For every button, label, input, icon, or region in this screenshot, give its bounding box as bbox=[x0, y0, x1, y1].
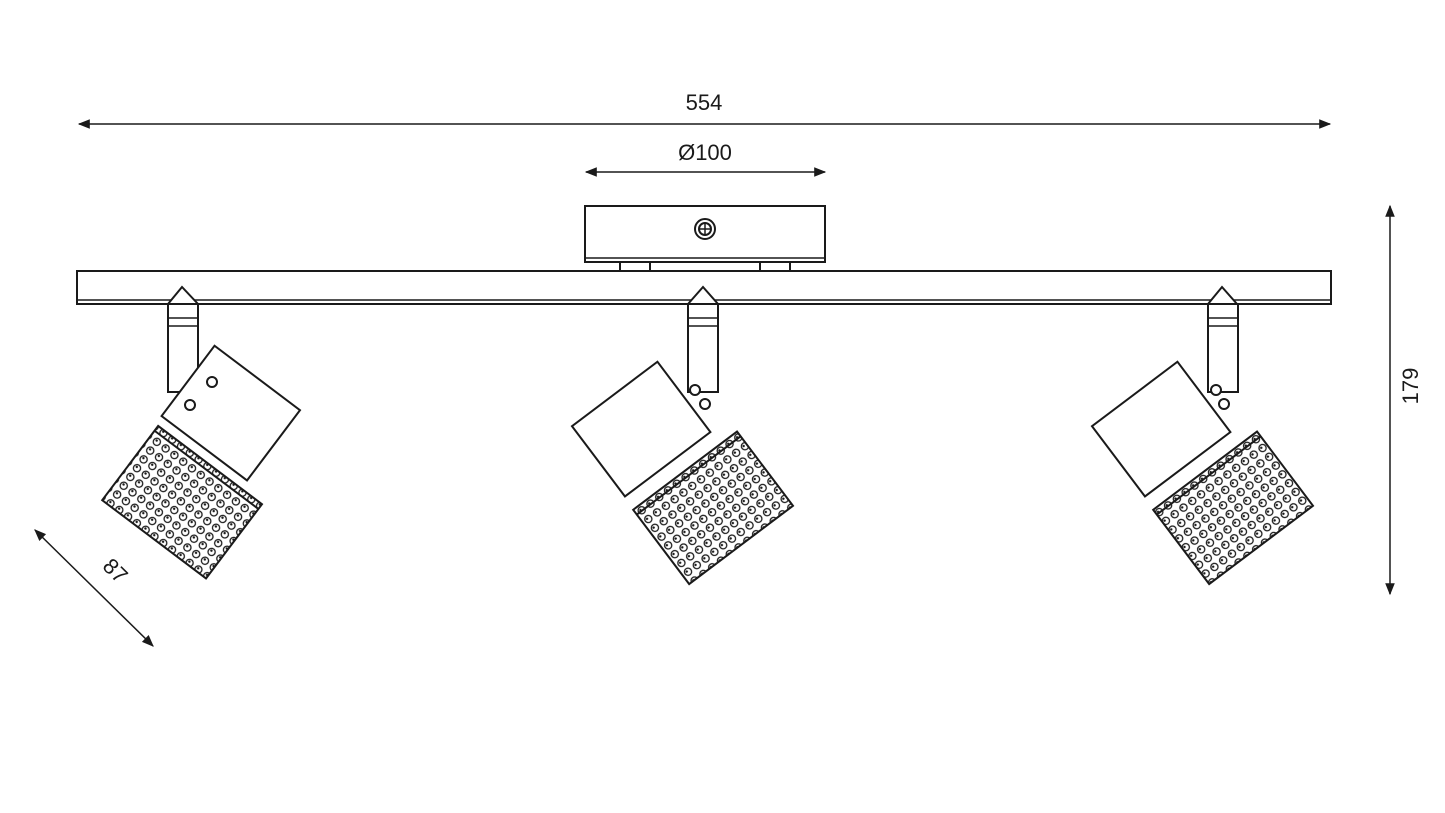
dimension-shade-length-label: 87 bbox=[98, 553, 133, 588]
arm bbox=[1207, 303, 1239, 393]
arm bbox=[687, 303, 719, 393]
shade-back bbox=[1090, 360, 1232, 498]
ceiling-canopy bbox=[584, 205, 826, 290]
spotlight-middle bbox=[570, 285, 795, 586]
dimension-total-width: 554 bbox=[77, 90, 1332, 129]
dimension-canopy-diameter-label: Ø100 bbox=[678, 140, 732, 165]
perforated-shade bbox=[1151, 430, 1315, 586]
dimension-canopy-diameter: Ø100 bbox=[584, 140, 827, 177]
spotlight-right bbox=[1090, 285, 1315, 586]
shade-back bbox=[160, 344, 302, 482]
dimension-height: 179 bbox=[1385, 204, 1423, 596]
perforated-shade bbox=[631, 430, 795, 586]
spotlight-left bbox=[100, 285, 302, 580]
dimension-shade-length: 87 bbox=[34, 529, 154, 647]
shade-back bbox=[570, 360, 712, 498]
perforated-shade bbox=[100, 424, 264, 580]
dimension-height-label: 179 bbox=[1398, 368, 1423, 405]
dimension-total-width-label: 554 bbox=[686, 90, 723, 115]
screw-icon bbox=[694, 218, 716, 240]
